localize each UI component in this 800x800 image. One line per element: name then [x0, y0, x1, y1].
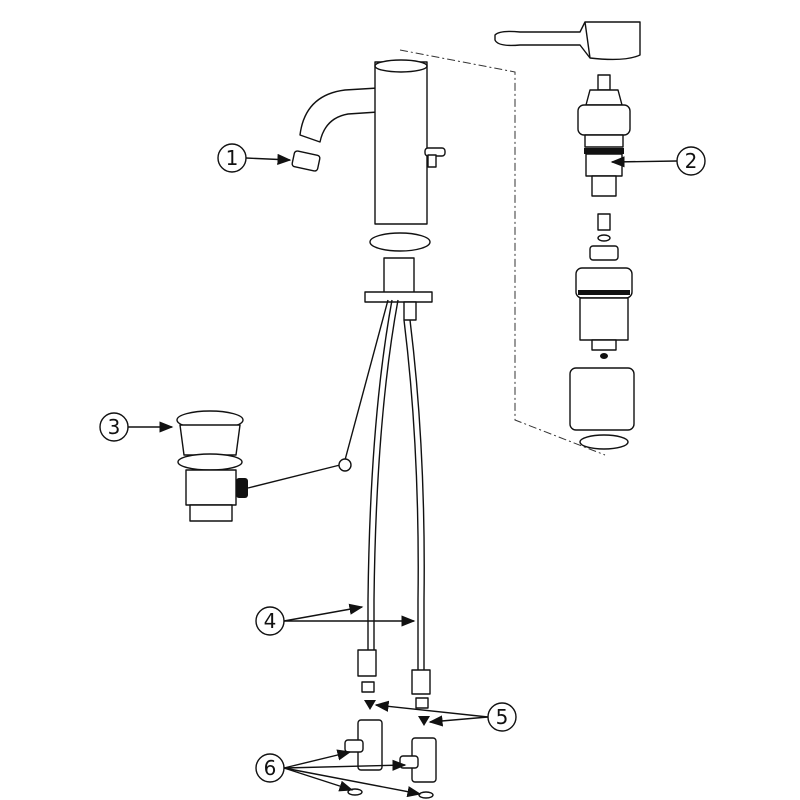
cartridge-assembly: [569, 74, 635, 450]
svg-text:6: 6: [264, 756, 277, 780]
assembly-guide-line: [399, 49, 606, 456]
pop-up-waste: [176, 410, 352, 522]
callout-3: 3: [99, 412, 174, 442]
flexible-hoses: [344, 299, 431, 709]
tap-body: [299, 59, 446, 225]
svg-text:1: 1: [226, 146, 239, 170]
svg-text:5: 5: [496, 705, 509, 729]
aerator: [291, 150, 321, 172]
stop-valves: [344, 700, 437, 799]
svg-text:3: 3: [108, 415, 121, 439]
callout-5: 5: [374, 700, 517, 732]
callout-4: 4: [255, 603, 416, 636]
callout-1: 1: [217, 143, 292, 173]
lever-handle: [494, 21, 641, 61]
svg-text:4: 4: [264, 609, 277, 633]
callout-2: 2: [610, 146, 706, 176]
callout-6: 6: [255, 749, 422, 798]
mounting-kit: [364, 232, 433, 321]
svg-text:2: 2: [685, 149, 698, 173]
